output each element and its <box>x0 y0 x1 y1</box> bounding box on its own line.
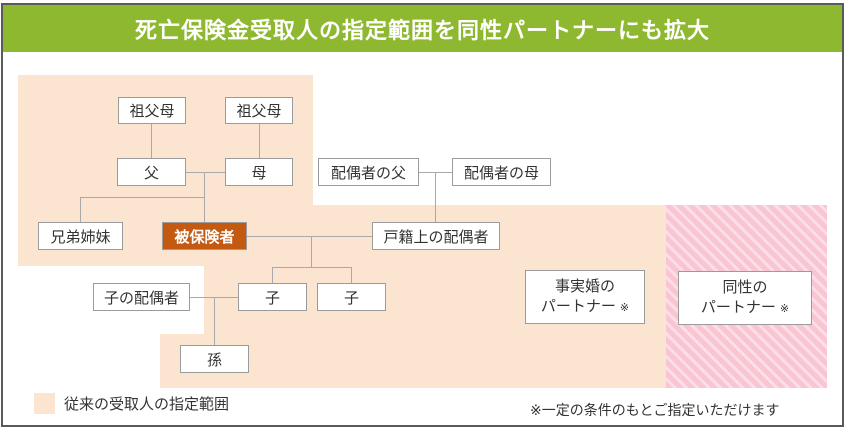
node-insured: 被保険者 <box>162 222 247 250</box>
node-defacto-partner: 事実婚の パートナー※ <box>525 270 645 324</box>
node-label: パートナー <box>700 298 776 316</box>
node-spouse-father: 配偶者の父 <box>318 158 419 186</box>
connector-line <box>435 172 436 222</box>
header-bar: 死亡保険金受取人の指定範囲を同性パートナーにも拡大 <box>3 5 842 52</box>
node-label-line: パートナー※ <box>541 297 629 318</box>
footnote: ※一定の条件のもとご指定いただけます <box>530 402 780 418</box>
node-label: 事実婚の <box>554 277 615 295</box>
node-samesex-partner: 同性の パートナー※ <box>678 271 812 325</box>
connector-line <box>80 197 81 222</box>
node-siblings: 兄弟姉妹 <box>38 222 123 250</box>
connector-line <box>247 236 372 237</box>
connector-line <box>214 297 215 345</box>
node-child-2: 子 <box>317 283 386 311</box>
node-child-spouse: 子の配偶者 <box>93 283 190 311</box>
condition-marker: ※ <box>779 302 790 315</box>
connector-line <box>351 267 352 283</box>
node-legal-spouse: 戸籍上の配偶者 <box>372 222 500 250</box>
node-label: パートナー <box>540 297 616 315</box>
node-father: 父 <box>117 158 186 186</box>
node-spouse-mother: 配偶者の母 <box>452 158 551 186</box>
connector-line <box>272 267 273 283</box>
connector-line <box>204 172 205 222</box>
page-title: 死亡保険金受取人の指定範囲を同性パートナーにも拡大 <box>134 17 710 43</box>
node-label-line: パートナー※ <box>701 298 789 319</box>
connector-line <box>272 267 351 268</box>
node-grandchild: 孫 <box>180 345 249 373</box>
node-label-line: 同性の <box>722 278 767 298</box>
node-label-line: 事実婚の <box>555 277 615 297</box>
condition-marker: ※ <box>619 301 630 314</box>
legend-label: 従来の受取人の指定範囲 <box>64 396 230 413</box>
connector-line <box>311 236 312 267</box>
legend-swatch-legacy <box>34 393 55 414</box>
legend: 従来の受取人の指定範囲 <box>34 393 229 414</box>
node-label: 同性の <box>722 278 768 296</box>
connector-line <box>186 172 225 173</box>
connector-line <box>151 124 152 158</box>
node-grandparents-paternal: 祖父母 <box>118 97 186 124</box>
node-grandparents-maternal: 祖父母 <box>225 97 293 124</box>
connector-line <box>259 124 260 158</box>
node-mother: 母 <box>225 158 293 186</box>
connector-line <box>80 197 204 198</box>
node-child-1: 子 <box>238 283 307 311</box>
